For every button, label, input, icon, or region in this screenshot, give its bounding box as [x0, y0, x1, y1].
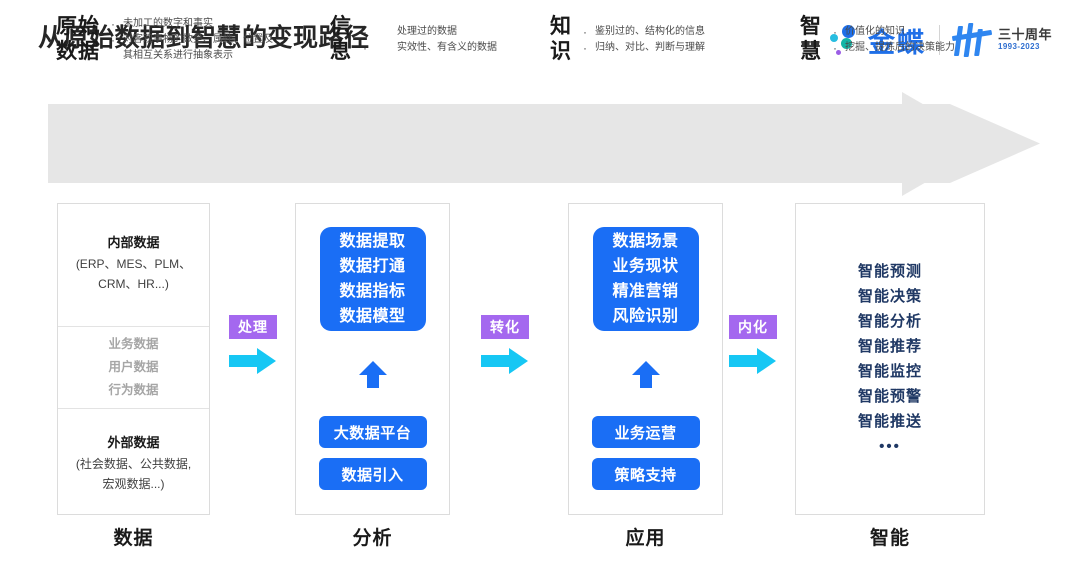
list-item: 业务数据 — [108, 337, 159, 351]
section-internal-data: 内部数据 (ERP、MES、PLM、 CRM、HR...) — [58, 204, 209, 326]
capability-item: 精准营销 — [612, 283, 679, 300]
stage-wisdom: 智 慧 · 价值化的知识 · 挖掘、提炼后的决策能力 — [800, 0, 1040, 79]
stage-banner — [48, 104, 1040, 183]
section-subtitle: (ERP、MES、PLM、 — [75, 257, 192, 271]
card-application: 数据场景 业务现状 精准营销 风险识别 业务运营 策略支持 — [568, 203, 723, 515]
connector-label: 处理 — [229, 315, 277, 339]
connector-internalization: 内化 — [718, 315, 788, 375]
connector-label: 转化 — [481, 315, 529, 339]
list-item: 用户数据 — [108, 360, 159, 374]
section-subtitle: CRM、HR...) — [98, 277, 169, 291]
bullet-dot-icon: · — [111, 16, 115, 31]
section-data-types: 业务数据 用户数据 行为数据 — [58, 326, 209, 408]
banner-arrowhead-icon — [902, 92, 992, 196]
section-title: 外部数据 — [107, 435, 160, 450]
capability-item: 风险识别 — [612, 308, 679, 325]
section-subtitle: 宏观数据...) — [102, 477, 165, 491]
list-item: 智能预测 — [857, 263, 922, 280]
connector-label: 内化 — [729, 315, 777, 339]
capability-item: 业务现状 — [612, 258, 679, 275]
application-capability-box: 数据场景 业务现状 精准营销 风险识别 — [592, 227, 699, 331]
capability-item: 数据场景 — [612, 233, 679, 250]
list-item: 智能预警 — [857, 388, 922, 405]
column-label-application: 应用 — [625, 528, 666, 549]
column-label-data: 数据 — [113, 528, 154, 549]
stage-bullet: · 实效性、有含义的数据 — [363, 40, 497, 55]
intelligence-list: 智能预测 智能决策 智能分析 智能推荐 智能监控 智能预警 智能推送 ••• — [796, 259, 984, 460]
bullet-dot-icon: · — [833, 24, 837, 39]
analysis-platform-pill: 大数据平台 — [318, 416, 427, 448]
right-arrow-icon — [481, 348, 528, 374]
bullet-dot-icon: · — [833, 40, 837, 55]
right-arrow-icon — [729, 348, 776, 374]
stage-bullet: · 未加工的数字和事实 — [111, 16, 213, 31]
list-ellipsis: ••• — [879, 438, 901, 455]
right-arrow-icon — [229, 348, 276, 374]
stage-title: 信 息 — [330, 14, 352, 63]
section-subtitle: (社会数据、公共数据, — [75, 457, 192, 471]
section-title: 内部数据 — [107, 235, 160, 250]
stage-information: 信 息 · 处理过的数据 · 实效性、有含义的数据 — [330, 0, 560, 79]
up-arrow-icon — [358, 361, 387, 388]
stage-bullet: · 处理过的数据 — [363, 24, 457, 39]
bullet-dot-icon: · — [363, 24, 367, 39]
stage-title: 知 识 — [550, 14, 572, 63]
stage-knowledge: 知 识 · 鉴别过的、结构化的信息 · 归纳、对比、判断与理解 — [550, 0, 800, 79]
connector-processing: 处理 — [218, 315, 288, 375]
capability-item: 数据打通 — [339, 258, 406, 275]
list-item: 智能决策 — [857, 288, 922, 305]
stage-title: 智 慧 — [800, 14, 822, 63]
bullet-dot-icon: · — [363, 40, 367, 55]
list-item: 智能推荐 — [857, 338, 922, 355]
list-item: 智能分析 — [857, 313, 922, 330]
anniversary-badge: 三十周年 1993-2023 — [951, 22, 1052, 58]
brand-logo: 金蝶 三十周年 1993-2023 — [828, 19, 1052, 61]
anniversary-title: 三十周年 — [997, 27, 1052, 43]
capability-item: 数据模型 — [339, 308, 406, 325]
anniversary-years: 1993-2023 — [997, 42, 1040, 52]
brand-name: 金蝶 — [867, 27, 926, 58]
brand-divider — [938, 25, 940, 55]
list-item: 智能监控 — [857, 363, 922, 380]
kingdee-dots-icon — [828, 23, 862, 57]
bullet-dot-icon: · — [111, 32, 115, 47]
stage-bullet: · 价值化的知识 — [833, 24, 905, 39]
analysis-ingest-pill: 数据引入 — [318, 458, 427, 490]
connector-transformation: 转化 — [470, 315, 540, 375]
stage-bullet: · 鉴别过的、结构化的信息 — [583, 24, 705, 39]
card-data-sources: 内部数据 (ERP、MES、PLM、 CRM、HR...) 业务数据 用户数据 … — [57, 203, 210, 515]
stage-title: 原始 数据 — [56, 14, 100, 63]
card-intelligence: 智能预测 智能决策 智能分析 智能推荐 智能监控 智能预警 智能推送 ••• — [795, 203, 985, 515]
page-header: 从原始数据到智慧的变现路径 金蝶 三十周年 1993-2023 — [0, 0, 1080, 78]
bullet-dot-icon: · — [583, 24, 587, 39]
card-analysis: 数据提取 数据打通 数据指标 数据模型 大数据平台 数据引入 — [295, 203, 450, 515]
analysis-capability-box: 数据提取 数据打通 数据指标 数据模型 — [319, 227, 426, 331]
column-label-analysis: 分析 — [352, 528, 393, 549]
up-arrow-icon — [631, 361, 660, 388]
application-strategy-pill: 策略支持 — [591, 458, 700, 490]
page-title: 从原始数据到智慧的变现路径 — [38, 24, 370, 52]
column-label-intelligence: 智能 — [869, 528, 910, 549]
bullet-dot-icon: · — [583, 40, 587, 55]
stage-bullet: · 挖掘、提炼后的决策能力 — [833, 40, 955, 55]
stage-bullet: · 对客观事物的数量、属性、位置及其相互关系进行抽象表示 — [111, 32, 273, 61]
list-item: 行为数据 — [108, 383, 159, 397]
section-external-data: 外部数据 (社会数据、公共数据, 宏观数据...) — [58, 408, 209, 514]
stage-bullet: · 归纳、对比、判断与理解 — [583, 40, 705, 55]
capability-item: 数据提取 — [339, 233, 406, 250]
stage-raw-data: 原始 数据 · 未加工的数字和事实 · 对客观事物的数量、属性、位置及其相互关系… — [56, 0, 306, 79]
application-operations-pill: 业务运营 — [591, 416, 700, 448]
list-item: 智能推送 — [857, 413, 922, 430]
pipeline-columns: 内部数据 (ERP、MES、PLM、 CRM、HR...) 业务数据 用户数据 … — [0, 203, 1080, 563]
capability-item: 数据指标 — [339, 283, 406, 300]
